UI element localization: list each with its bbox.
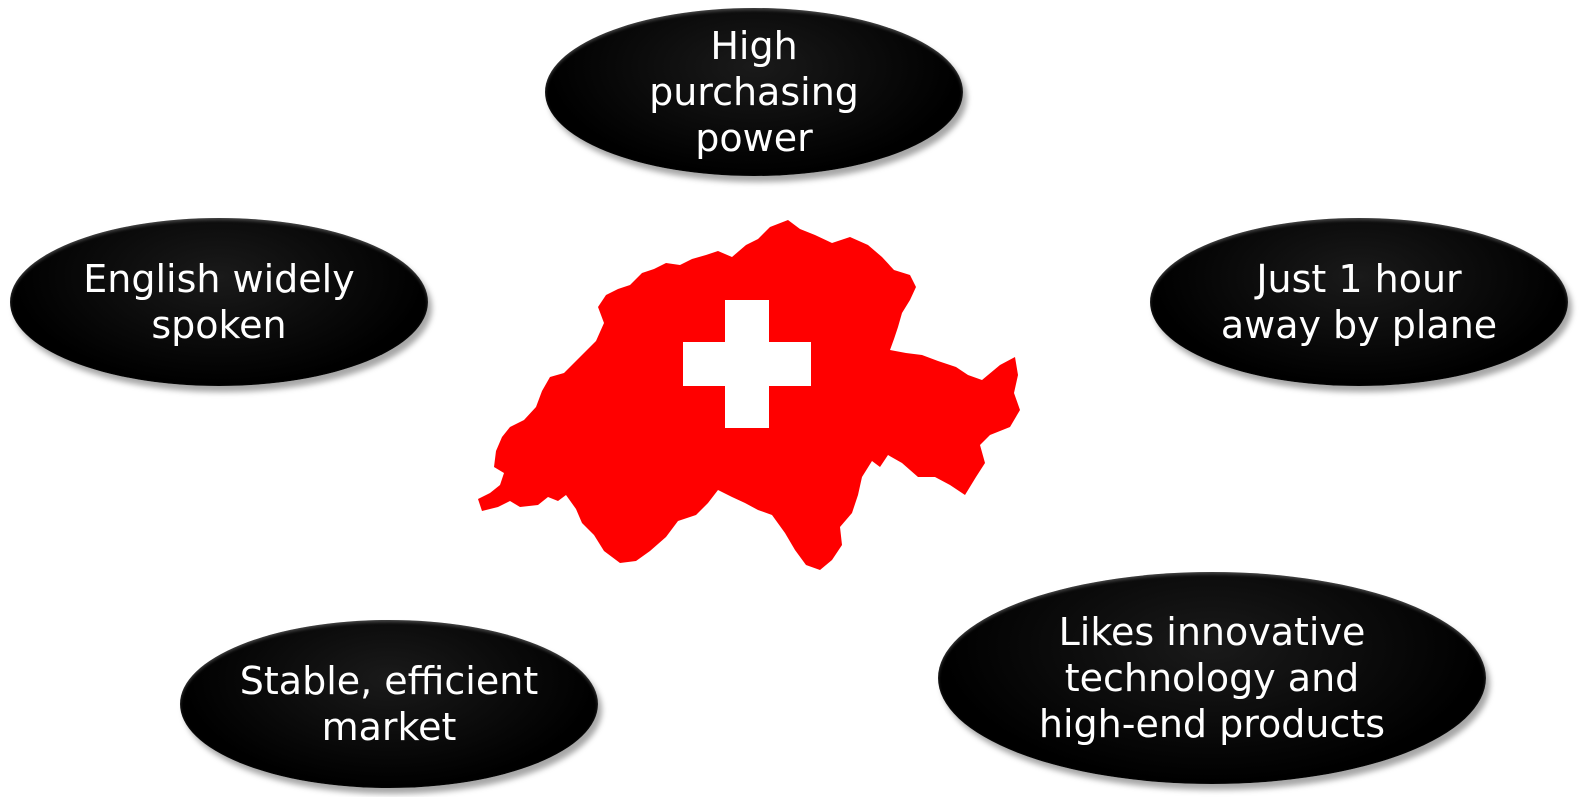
switzerland-map-flag-icon xyxy=(478,220,1020,570)
flag-cross-horizontal xyxy=(683,342,811,386)
bubble-label: Just 1 hour away by plane xyxy=(1220,257,1498,347)
bubble-one-hour-away: Just 1 hour away by plane xyxy=(1150,218,1568,386)
bubble-english-widely-spoken: English widely spoken xyxy=(10,218,428,386)
bubble-likes-innovative-technology: Likes innovative technology and high-end… xyxy=(938,572,1486,784)
bubble-high-purchasing-power: High purchasing power xyxy=(545,8,963,176)
bubble-label: Stable, efficient market xyxy=(239,659,539,749)
bubble-label: Likes innovative technology and high-end… xyxy=(1038,610,1386,746)
bubble-label: English widely spoken xyxy=(83,257,355,347)
bubble-stable-efficient-market: Stable, efficient market xyxy=(180,620,598,788)
bubble-label: High purchasing power xyxy=(649,24,859,160)
